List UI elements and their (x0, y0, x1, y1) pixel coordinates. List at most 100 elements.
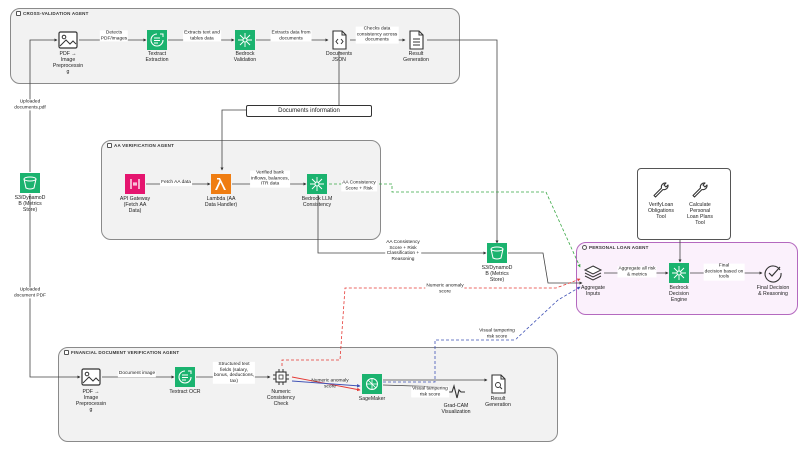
check-circle-icon (764, 265, 782, 283)
api-gateway-label: API Gateway (Fetch AA Data) (119, 196, 151, 214)
cross-validation-title: CROSS-VALIDATION AGENT (16, 11, 89, 16)
lambda-icon (211, 174, 231, 194)
decision-engine-label: Bedrock Decision Engine (669, 285, 689, 303)
pdf-image-top-node[interactable] (58, 30, 78, 50)
api-gateway-icon (125, 174, 145, 194)
financial-document-title-text: FINANCIAL DOCUMENT VERIFICATION AGENT (71, 350, 180, 355)
textract-icon (147, 30, 167, 50)
cross-validation-title-text: CROSS-VALIDATION AGENT (23, 11, 89, 16)
final-decision-label: Final Decision & Reasoning (756, 285, 790, 297)
result-generation-bottom-label: Result Generation (485, 396, 511, 408)
api-gateway-node[interactable] (125, 174, 145, 194)
financial-document-panel: FINANCIAL DOCUMENT VERIFICATION AGENT (58, 347, 558, 442)
pulse-icon (447, 384, 465, 399)
wrench-icon (653, 182, 669, 198)
documents-json-label: Documents JSON (325, 51, 353, 63)
calculate-loan-tool-label: Calculate Personal Loan Plans Tool (687, 202, 713, 226)
final-decision-node[interactable] (763, 263, 783, 283)
panel-square-icon (107, 143, 112, 148)
bedrock-validation-node[interactable] (235, 30, 255, 50)
image-icon (58, 31, 78, 49)
decision-engine-node[interactable] (669, 263, 689, 283)
lambda-node[interactable] (211, 174, 231, 194)
s3-metrics-store-mid-node[interactable] (487, 243, 507, 263)
edge-label-numeric-anomaly-bottom: Numeric anomaly score (311, 378, 349, 389)
result-generation-top-label: Result Generation (403, 51, 429, 63)
edge-label-aa-consistency-class: AA Consistency Score + Risk Classificati… (385, 239, 421, 263)
pdf-image-bottom-label: PDF → Image Preprocessin g (75, 389, 107, 413)
sagemaker-node[interactable] (362, 374, 382, 394)
edge-label-structured-text: Structured text fields (salary, bonus, d… (212, 361, 256, 385)
edge-label-visual-tampering-bottom: Visual tampering risk score (411, 386, 449, 398)
verify-loan-tool-node[interactable] (651, 180, 671, 200)
numeric-check-label: Numeric Consistency Check (266, 389, 296, 407)
textract-ocr-node[interactable] (175, 367, 195, 387)
bedrock-validation-label: Bedrock Validation (233, 51, 257, 63)
edge-label-aa-consistency-risk: AA Consistency Score + Risk (341, 180, 377, 192)
edge-label-numeric-anomaly-top: Numeric anomaly score (425, 283, 465, 295)
s3-metrics-store-left-node[interactable] (20, 173, 40, 193)
chip-icon (273, 369, 289, 385)
panel-square-icon (16, 11, 21, 16)
edge-label-extracts-docs: Extracts data from documents (270, 30, 312, 42)
lambda-label: Lambda (AA Data Handler) (204, 196, 238, 208)
textract-icon (175, 367, 195, 387)
edge-numeric-to-sagemaker-blue (291, 380, 361, 388)
bedrock-llm-node[interactable] (307, 174, 327, 194)
edge-label-aggregate-all: Aggregate all risk & metrics (617, 266, 657, 278)
textract-extraction-node[interactable] (147, 30, 167, 50)
aa-verification-panel: AA VERIFICATION AGENT (101, 140, 381, 240)
personal-loan-title: PERSONAL LOAN AGENT (582, 245, 649, 250)
panel-circle-icon (582, 245, 587, 250)
panel-square-icon (64, 350, 69, 355)
s3-metrics-store-mid-label: S3/DynamoD B (Metrics Store) (481, 265, 513, 283)
edge-label-detects-pdf: Detects PDF/images (99, 30, 129, 42)
s3-metrics-store-left-label: S3/DynamoD B (Metrics Store) (14, 195, 46, 213)
aa-verification-title: AA VERIFICATION AGENT (107, 143, 174, 148)
edge-label-uploaded-pdf: Uploaded document PDF (13, 287, 47, 299)
edge-bedrock-llm-to-s3mid (317, 195, 487, 255)
result-generation-bottom-node[interactable] (488, 374, 508, 394)
wrench-icon (692, 182, 708, 198)
edge-result-to-s3mid (427, 39, 499, 244)
edge-s3mid-to-aggregate (508, 252, 583, 285)
gradcam-node[interactable] (446, 381, 466, 401)
edge-label-document-image: Document image (117, 371, 157, 377)
edge-label-visual-tampering-top: Visual tampering risk score (478, 328, 516, 340)
edge-aa-score-dashed (329, 183, 581, 268)
gradcam-label: Grad-CAM Visualization (441, 403, 471, 415)
calculate-loan-tool-node[interactable] (690, 180, 710, 200)
edge-label-extracts-text: Extracts text and tables data (183, 30, 221, 42)
result-generation-top-node[interactable] (406, 30, 426, 50)
document-lines-icon (409, 30, 424, 50)
pdf-image-bottom-node[interactable] (81, 367, 101, 387)
edge-label-uploaded-docs: Uploaded documents.pdf (13, 99, 47, 111)
tools-group-box (637, 168, 731, 240)
documents-json-node[interactable] (329, 30, 349, 50)
edge-s3-to-pdf-top (29, 38, 58, 172)
edge-numeric-anomaly-dashed-top (281, 278, 581, 366)
document-search-icon (491, 374, 506, 394)
aggregate-inputs-node[interactable] (583, 263, 603, 283)
bedrock-icon (235, 30, 255, 50)
edge-label-verified-bank: Verified bank inflows, balances, ITR dat… (250, 170, 290, 188)
json-file-icon (332, 30, 347, 50)
bedrock-icon (307, 174, 327, 194)
bedrock-icon (669, 263, 689, 283)
personal-loan-title-text: PERSONAL LOAN AGENT (589, 245, 649, 250)
aggregate-inputs-label: Aggregate Inputs (581, 285, 605, 297)
verify-loan-tool-label: VerifyLoan Obligations Tool (648, 202, 674, 220)
edge-visual-tampering-dashed-top (383, 286, 581, 383)
pdf-image-top-label: PDF → Image Preprocessin g (52, 51, 84, 75)
bucket-icon (20, 173, 40, 193)
bedrock-llm-label: Bedrock LLM Consistency (301, 196, 333, 208)
aa-verification-title-text: AA VERIFICATION AGENT (114, 143, 175, 148)
edge-label-final-decision-tools: Final decision based on tools (703, 263, 745, 281)
edge-s3-to-pdf-bottom (29, 194, 81, 379)
sagemaker-icon (362, 374, 382, 394)
financial-document-title: FINANCIAL DOCUMENT VERIFICATION AGENT (64, 350, 179, 355)
layers-icon (583, 265, 603, 281)
numeric-check-node[interactable] (271, 367, 291, 387)
image-icon (81, 368, 101, 386)
